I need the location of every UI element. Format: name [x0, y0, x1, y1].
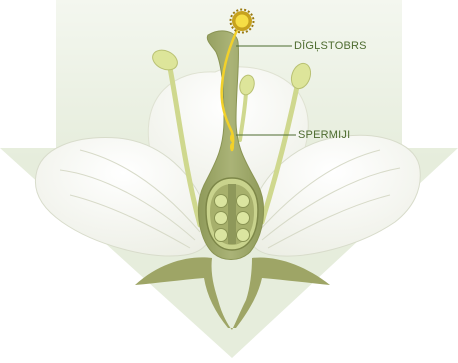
sperm-cells-label: SPERMIJI — [298, 129, 350, 141]
pollen-tube-label: DĪGĻSTOBRS — [294, 40, 367, 52]
ovary — [206, 178, 258, 250]
